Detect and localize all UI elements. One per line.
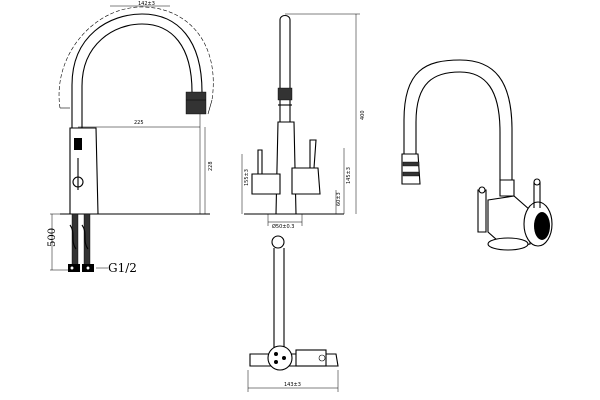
dim-base-diameter: Ø50±0.3 bbox=[272, 223, 294, 230]
supply-hoses bbox=[68, 213, 94, 272]
spout-head bbox=[185, 91, 207, 115]
dim-hose-length: 500 bbox=[47, 228, 58, 247]
dim-outlet-height: 228 bbox=[208, 161, 214, 171]
dim-side-right: 145±3 bbox=[346, 167, 352, 184]
dim-total-height: 400 bbox=[360, 110, 366, 120]
dim-side-mid: 60±3 bbox=[336, 192, 342, 206]
dim-top-width: 142±3 bbox=[138, 1, 155, 7]
top-view: 143±3 bbox=[247, 235, 339, 392]
side-view: 400 155±3 60±3 145±3 Ø50±0.3 bbox=[241, 13, 366, 230]
dim-thread: G1/2 bbox=[108, 261, 137, 275]
front-view: 142±3 225 228 500 G1/2 bbox=[47, 1, 214, 275]
dim-top-view-width: 143±3 bbox=[284, 382, 301, 388]
dim-spout-reach: 225 bbox=[134, 120, 144, 126]
dim-side-left: 155±3 bbox=[244, 169, 250, 186]
perspective-view bbox=[401, 59, 553, 251]
